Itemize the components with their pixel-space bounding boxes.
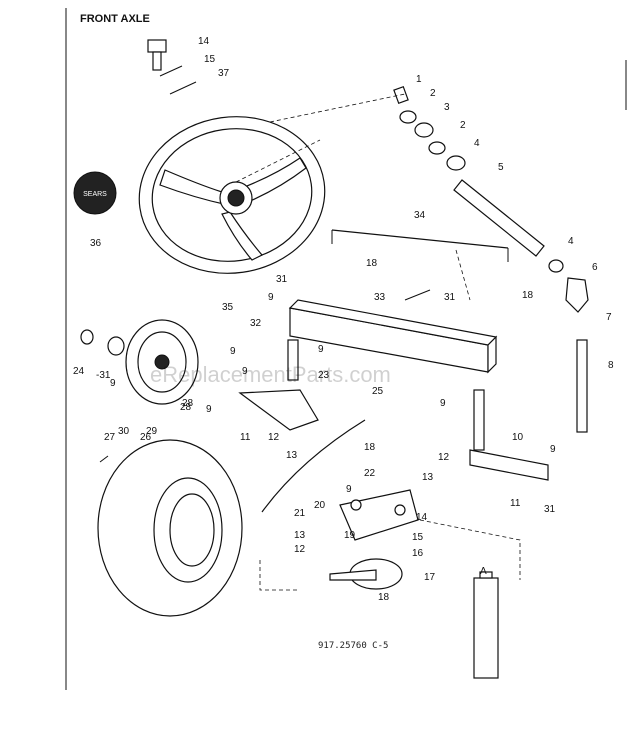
callout-34: 34 [414,210,426,221]
assembly-line-3 [455,249,471,301]
drag-link [331,229,509,262]
callout-13: 13 [294,530,306,541]
callout-11: 11 [240,432,251,443]
callout-22: 22 [364,468,376,479]
callout-7: 7 [606,312,612,323]
callout-32: 32 [250,318,262,329]
callout-24: 24 [73,366,85,377]
callout-8: 8 [608,360,614,371]
assembly-line-2 [235,139,321,183]
callout-9: 9 [110,378,116,389]
sector-gear [329,558,403,590]
right-spindle [469,389,549,481]
callout-18: 18 [522,290,534,301]
callout-1: 1 [416,74,422,85]
callout-27: 27 [104,432,116,443]
callout-18: 18 [378,592,390,603]
callout-20: 20 [314,500,326,511]
callout-17: 17 [424,572,436,583]
callout-2: 2 [460,120,466,131]
callout-9: 9 [346,484,352,495]
callout-9: 9 [230,346,236,357]
callout-16: 16 [412,548,424,559]
diagram-title: FRONT AXLE [80,13,150,25]
bearing-left [107,336,125,356]
callout-28: 28 [180,402,192,413]
callout-4: 4 [474,138,480,149]
callout-3: 3 [444,102,450,113]
callout-11: 11 [510,498,521,509]
callout-18: 18 [366,258,378,269]
callout-31: 31 [544,504,556,515]
tie-rod [261,419,366,513]
wheel-rim [125,319,199,405]
callout-15: 15 [412,532,424,543]
callout-13: 13 [286,450,298,461]
roll-pin [159,65,183,77]
assembly-line-1 [269,93,406,123]
callout-4: 4 [568,236,574,247]
hub-bolt [147,39,167,71]
steering-shaft-stack [393,85,589,433]
touch-up-paint-can [473,571,499,679]
callout-19: 19 [344,530,356,541]
callout-9: 9 [268,292,274,303]
callout-28: 28 [182,398,194,409]
callout-9: 9 [242,366,248,377]
callout-31: 31 [444,292,456,303]
callout-14: 14 [198,36,210,47]
callout-12: 12 [294,544,306,555]
callout-14: 14 [416,512,428,523]
spring-pin [169,81,197,95]
callout-18: 18 [364,442,376,453]
callout-9: 9 [206,404,212,415]
axle-beam [288,289,498,374]
steering-arm [339,489,419,541]
callout-9: 9 [550,444,556,455]
left-spindle [238,339,319,431]
callout-9: 9 [440,398,446,409]
callout-29: 29 [146,426,158,437]
callout-21: 21 [294,508,306,519]
callout-13: 13 [422,472,434,483]
callout-25: 25 [372,386,384,397]
callout-12: 12 [268,432,280,443]
assembly-line-4 [259,560,300,591]
callout-23: 23 [318,370,330,381]
emblem-label: SEARS [83,191,107,198]
callout-30: 30 [118,426,130,437]
steering-wheel [138,116,326,274]
valve-stem [99,455,109,463]
callout-A: A [480,566,487,577]
callout-6: 6 [592,262,598,273]
callout-35: 35 [222,302,234,313]
callout-9: 9 [318,344,324,355]
watermark-text: eReplacementParts.com [150,362,391,387]
washer-left [80,329,94,345]
assembly-line-5 [419,519,521,580]
callout-dash-31: -31 [96,370,111,381]
callout-12: 12 [438,452,450,463]
front-tire [97,439,243,617]
callout-2: 2 [430,88,436,99]
callout-37: 37 [218,68,230,79]
callout-26: 26 [140,432,152,443]
callout-33: 33 [374,292,386,303]
callout-31: 31 [276,274,288,285]
callout-10: 10 [512,432,524,443]
sears-emblem: SEARS [73,171,117,215]
callout-5: 5 [498,162,504,173]
callout-15: 15 [204,54,216,65]
callout-36: 36 [90,238,102,249]
reference-code: 917.25760 C-5 [318,641,388,651]
